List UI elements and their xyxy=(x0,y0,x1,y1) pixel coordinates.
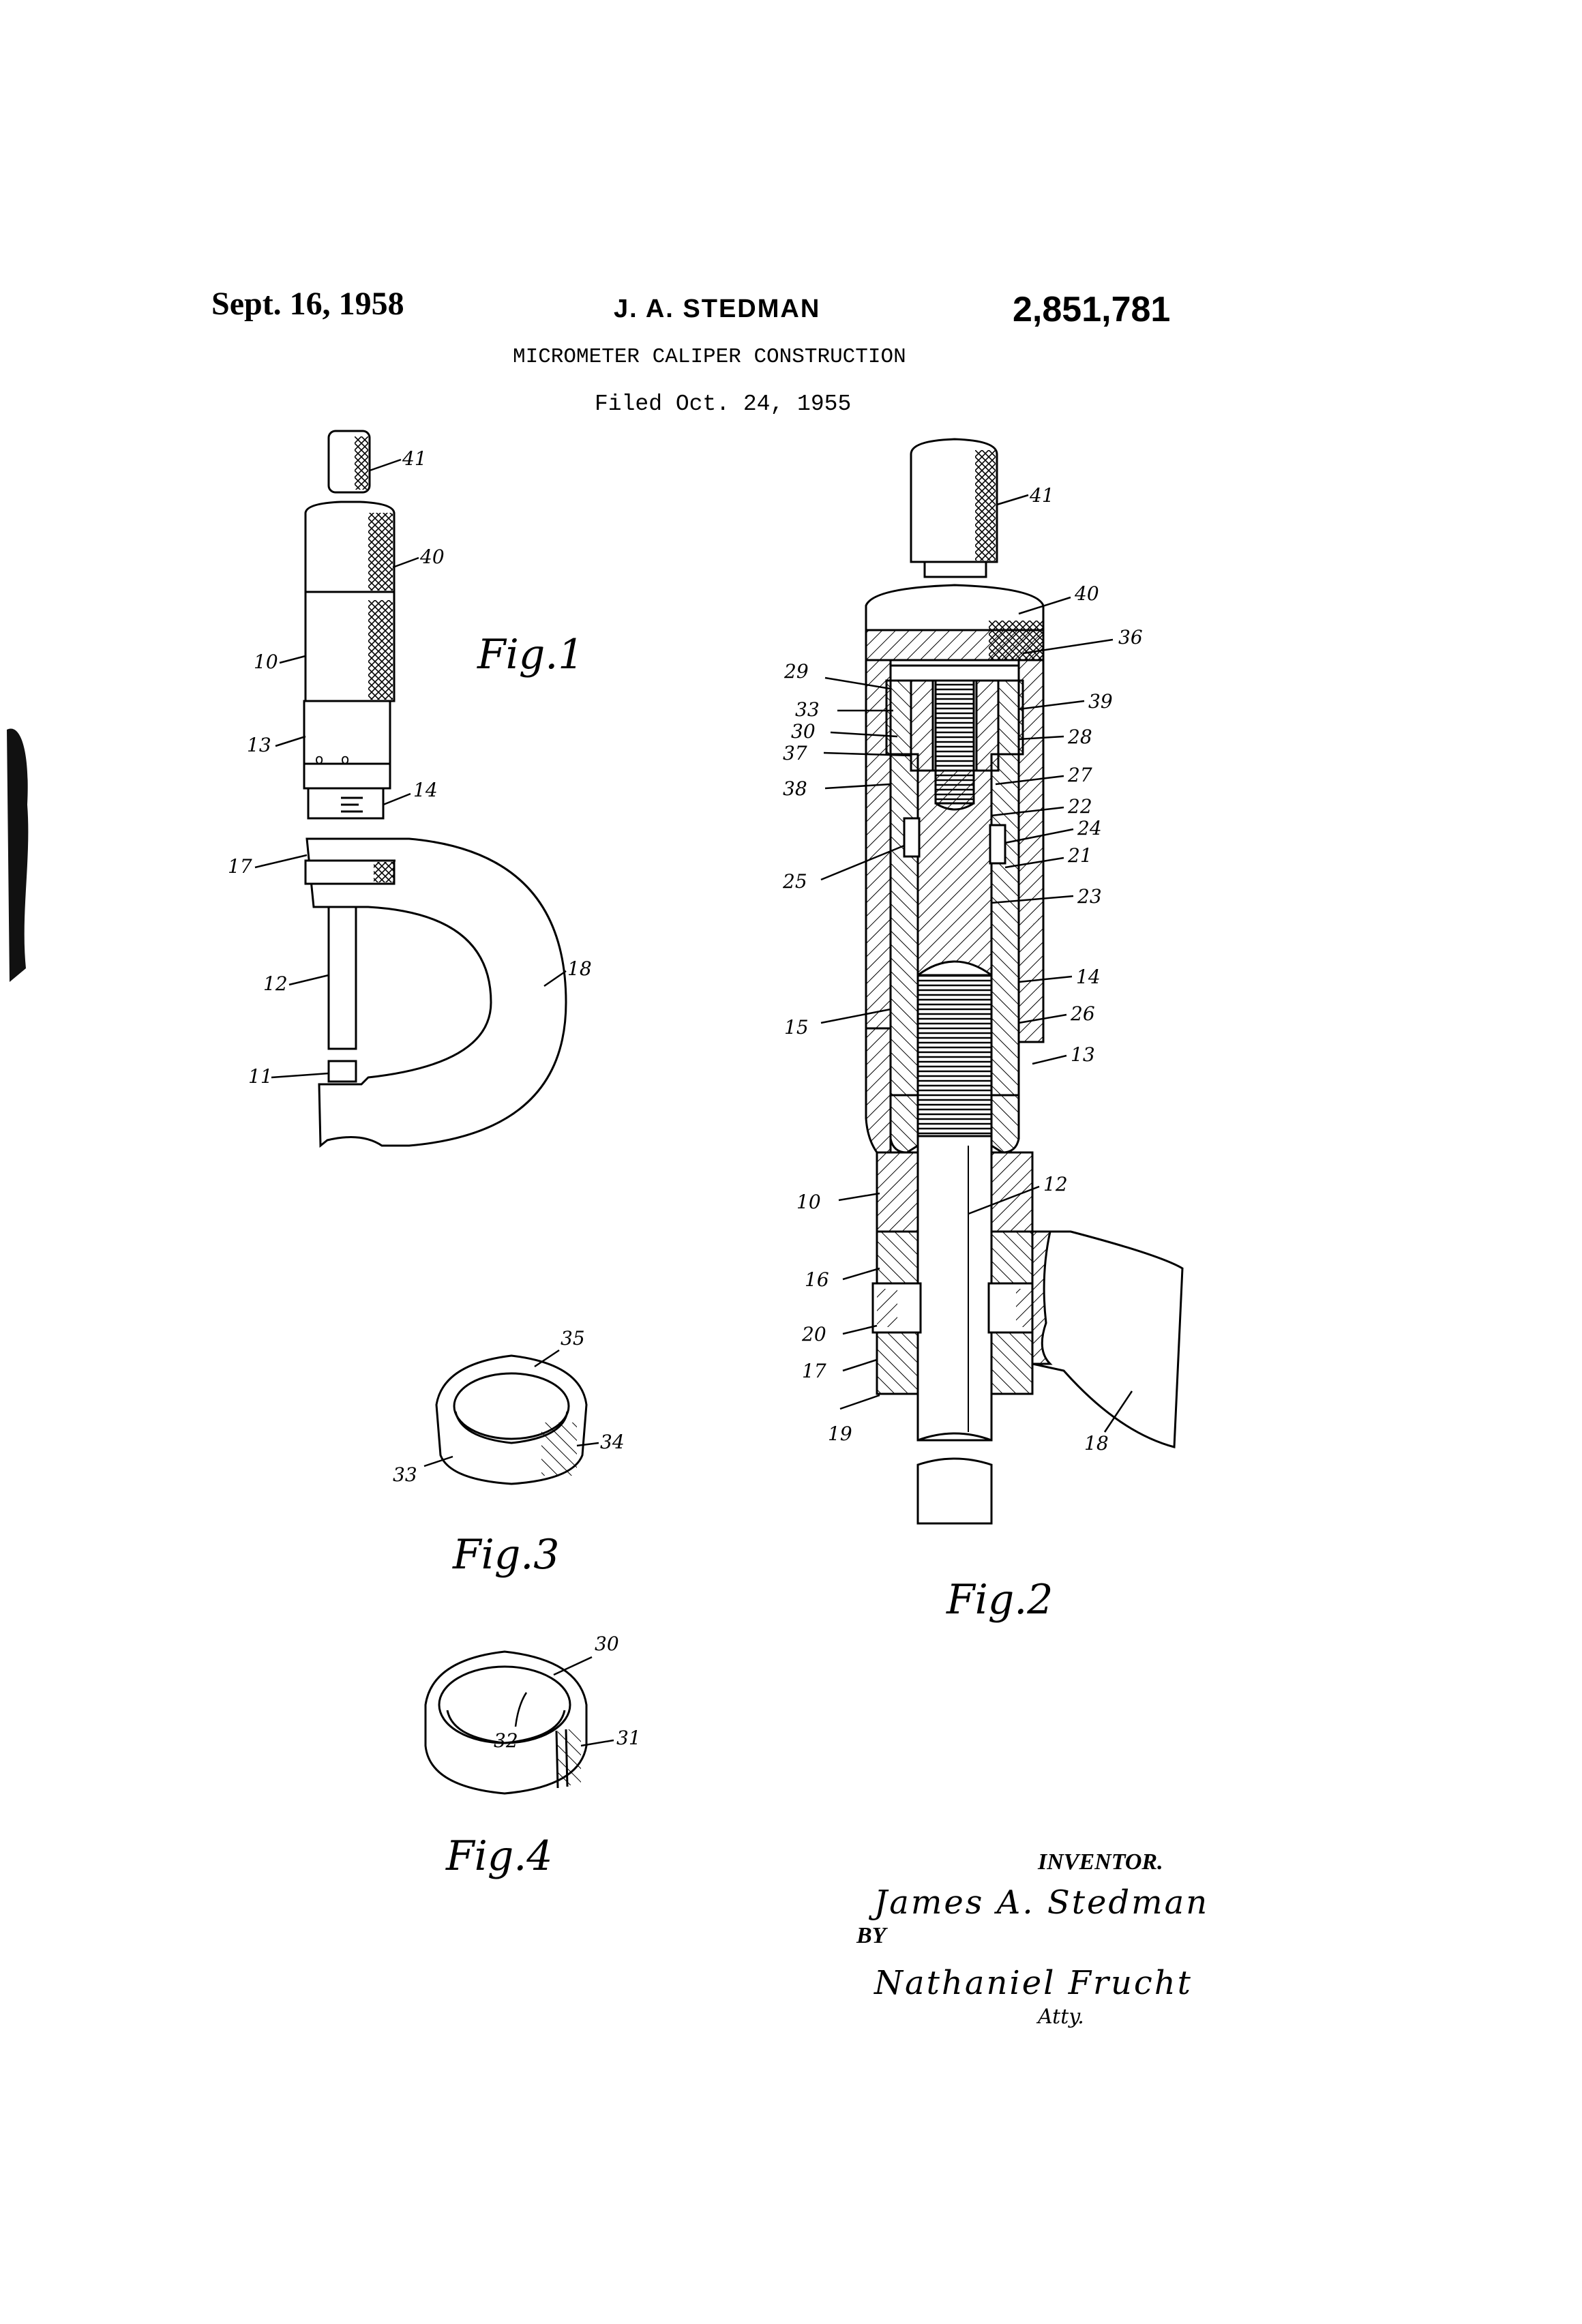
fig1-ref-14: 14 xyxy=(413,779,438,801)
svg-text:o: o xyxy=(341,751,349,767)
fig2-ref-15: 15 xyxy=(784,1016,809,1039)
fig2-label: Fig.2 xyxy=(946,1576,1053,1624)
fig2-ref-27: 27 xyxy=(1067,764,1092,786)
fig2-ref-30: 30 xyxy=(791,720,816,743)
fig1-ref-11: 11 xyxy=(248,1065,273,1088)
fig3-ref-34: 34 xyxy=(600,1431,625,1453)
fig4-ref-30: 30 xyxy=(595,1633,619,1655)
fig2-ref-33: 33 xyxy=(795,698,820,721)
fig1-ref-12: 12 xyxy=(263,972,288,995)
scan-artifact xyxy=(7,728,28,982)
fig2-ref-13: 13 xyxy=(1071,1043,1095,1066)
fig1-ref-10: 10 xyxy=(254,651,278,673)
fig3-ref-35: 35 xyxy=(561,1327,585,1350)
fig2-ref-14: 14 xyxy=(1076,966,1101,988)
inventor-signature: James A. Stedman xyxy=(874,1883,1209,1922)
fig2-ref-39: 39 xyxy=(1088,690,1113,713)
fig1-ref-41: 41 xyxy=(402,447,427,470)
fig2-ref-20: 20 xyxy=(801,1323,826,1345)
fig3-label: Fig.3 xyxy=(452,1531,559,1579)
fig3-ref-33: 33 xyxy=(393,1463,417,1486)
fig1-ref-13: 13 xyxy=(247,734,271,756)
fig4-label: Fig.4 xyxy=(445,1832,552,1880)
attorney-label: Atty. xyxy=(1038,2005,1084,2029)
attorney-signature: Nathaniel Frucht xyxy=(874,1964,1193,2002)
svg-text:o: o xyxy=(315,751,323,767)
fig2-ref-40: 40 xyxy=(1074,582,1099,605)
fig4-ref-31: 31 xyxy=(616,1727,641,1749)
fig1-ref-17: 17 xyxy=(228,855,252,878)
fig1-ref-40: 40 xyxy=(419,546,445,568)
fig2-ref-18: 18 xyxy=(1084,1432,1109,1455)
fig2-ref-17: 17 xyxy=(802,1360,826,1382)
fig2-ref-29: 29 xyxy=(783,660,809,683)
fig1-label: Fig.1 xyxy=(477,631,584,679)
fig2-ref-37: 37 xyxy=(783,742,807,764)
fig2-ref-38: 38 xyxy=(783,777,807,800)
fig2-ref-19: 19 xyxy=(828,1422,852,1445)
by-label: BY xyxy=(856,1923,886,1949)
fig2-ref-41: 41 xyxy=(1029,484,1054,507)
fig2-ref-21: 21 xyxy=(1067,844,1092,867)
fig2-ref-28: 28 xyxy=(1067,726,1092,748)
fig2-ref-10: 10 xyxy=(796,1191,821,1213)
fig2-ref-24: 24 xyxy=(1077,817,1102,839)
fig2-ref-23: 23 xyxy=(1077,885,1102,908)
fig2-ref-12: 12 xyxy=(1043,1173,1068,1195)
fig2-ref-22: 22 xyxy=(1067,795,1092,818)
fig3-ring xyxy=(436,1356,586,1484)
fig2-ref-26: 26 xyxy=(1070,1002,1095,1025)
fig2-ref-25: 25 xyxy=(782,870,807,893)
fig4-ref-32: 32 xyxy=(494,1729,518,1752)
fig4-split-ring xyxy=(426,1652,586,1793)
fig2-ref-16: 16 xyxy=(805,1268,829,1291)
fig1-ref-18: 18 xyxy=(567,957,592,980)
fig2-ref-36: 36 xyxy=(1118,626,1143,649)
inventor-label: INVENTOR. xyxy=(1038,1849,1163,1875)
